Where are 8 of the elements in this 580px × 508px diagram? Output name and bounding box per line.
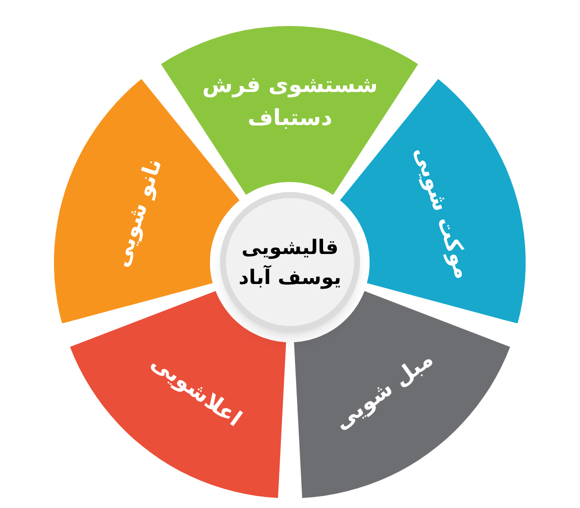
ring-segment xyxy=(70,290,286,498)
center-title: قالیشویی یوسف آباد xyxy=(238,234,342,291)
segment-label: نانو شویی xyxy=(108,154,168,272)
segment-label: موکت شویی xyxy=(408,142,476,284)
segment-label: اعلاشویی xyxy=(145,349,247,434)
segment-label: شستشوی فرش دستباف xyxy=(201,72,379,133)
ring-segment xyxy=(294,290,510,498)
segment-label: مبل شویی xyxy=(328,346,440,438)
